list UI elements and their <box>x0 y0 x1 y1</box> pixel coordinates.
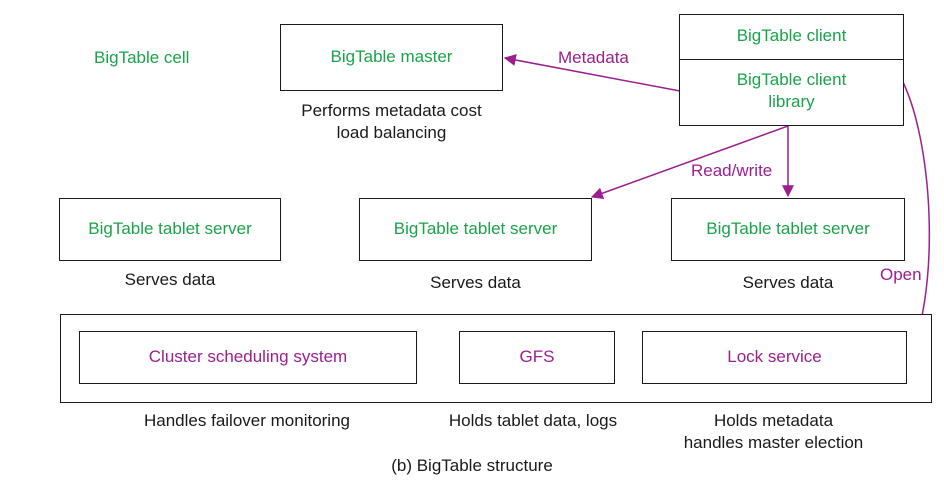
service-label-lock: Lock service <box>727 347 822 366</box>
cell-label: BigTable cell <box>94 48 190 67</box>
read-write-label: Read/write <box>691 161 773 180</box>
client-label: BigTable client <box>736 26 847 45</box>
service-box-lock: Lock service <box>642 331 907 384</box>
client-box: BigTable client BigTable client library <box>679 14 904 126</box>
tablet-server-label-2: BigTable tablet server <box>393 219 558 238</box>
service-box-gfs: GFS <box>459 331 615 384</box>
master-box: BigTable master <box>280 24 503 91</box>
service-desc-cluster-scheduling: Handles failover monitoring <box>144 411 350 430</box>
service-label-cluster-scheduling: Cluster scheduling system <box>148 347 348 366</box>
service-label-gfs: GFS <box>519 347 555 366</box>
tablet-server-label-3: BigTable tablet server <box>706 219 870 238</box>
master-label: BigTable master <box>330 47 453 66</box>
tablet-server-box-1: BigTable tablet server <box>59 198 281 261</box>
service-desc-lock-line1: Holds metadata <box>713 411 834 430</box>
client-divider <box>680 59 903 60</box>
metadata-arrow <box>503 54 681 92</box>
read-write-arrow-center <box>590 125 789 199</box>
figure-caption: (b) BigTable structure <box>391 456 553 475</box>
tablet-server-desc-2: Serves data <box>430 273 521 292</box>
open-label: Open <box>880 265 922 284</box>
services-container: Cluster scheduling system GFS Lock servi… <box>60 314 932 403</box>
service-desc-gfs: Holds tablet data, logs <box>448 411 618 430</box>
client-library-line2: library <box>768 92 815 111</box>
service-box-cluster-scheduling: Cluster scheduling system <box>79 331 417 384</box>
client-library-label: BigTable client library <box>680 69 903 113</box>
tablet-server-label-1: BigTable tablet server <box>88 219 252 238</box>
tablet-server-desc-3: Serves data <box>742 273 834 292</box>
service-desc-lock: Holds metadata handles master election <box>641 410 906 454</box>
master-description: Performs metadata cost load balancing <box>270 100 513 144</box>
client-library-line1: BigTable client <box>736 70 847 89</box>
tablet-server-desc-1: Serves data <box>124 270 216 289</box>
metadata-arrow-label: Metadata <box>558 48 629 67</box>
tablet-server-box-2: BigTable tablet server <box>359 198 592 261</box>
master-desc-line2: load balancing <box>336 123 447 142</box>
master-desc-line1: Performs metadata cost <box>301 101 482 120</box>
service-desc-lock-line2: handles master election <box>683 433 864 452</box>
tablet-server-box-3: BigTable tablet server <box>671 198 905 261</box>
